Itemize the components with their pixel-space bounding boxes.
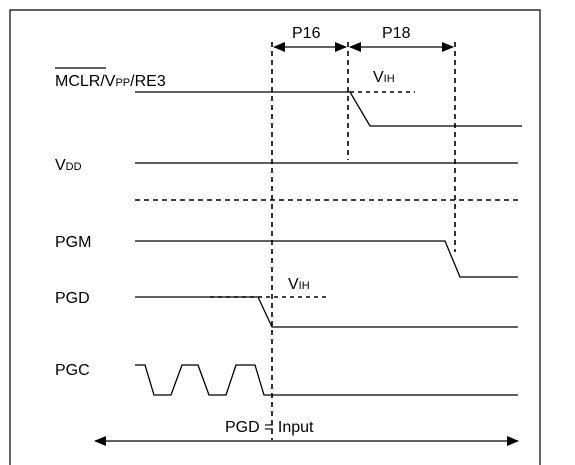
vdd-label-main: V xyxy=(55,157,66,174)
vih-sub: IH xyxy=(299,280,310,292)
mclr-label-sub: PP xyxy=(115,77,130,89)
pgd-input-label: PGD = Input xyxy=(225,419,314,436)
pgm-waveform xyxy=(135,240,518,278)
vdd-label-sub: DD xyxy=(66,161,82,173)
vih-sub: IH xyxy=(384,73,395,85)
pgc-waveform xyxy=(135,364,518,396)
diagram-frame xyxy=(9,9,541,465)
mclr-label: MCLR/VPP/RE3 xyxy=(55,73,166,90)
mclr-waveform xyxy=(135,91,522,127)
p18-label: P18 xyxy=(382,25,411,42)
mclr-label-tail: /RE3 xyxy=(130,73,166,90)
mclr-overbar-text: MCLR xyxy=(55,73,100,90)
pgm-label: PGM xyxy=(55,234,91,251)
pgc-label: PGC xyxy=(55,362,90,379)
vih-main: V xyxy=(288,276,299,293)
pgd-vih-label: VIH xyxy=(288,276,310,293)
pgd-waveform xyxy=(135,296,518,328)
vih-main: V xyxy=(373,69,384,86)
pgd-label: PGD xyxy=(55,290,90,307)
mclr-label-part: /V xyxy=(100,73,115,90)
mclr-vih-label: VIH xyxy=(373,69,395,86)
p16-label: P16 xyxy=(292,25,321,42)
vdd-label: VDD xyxy=(55,157,82,174)
